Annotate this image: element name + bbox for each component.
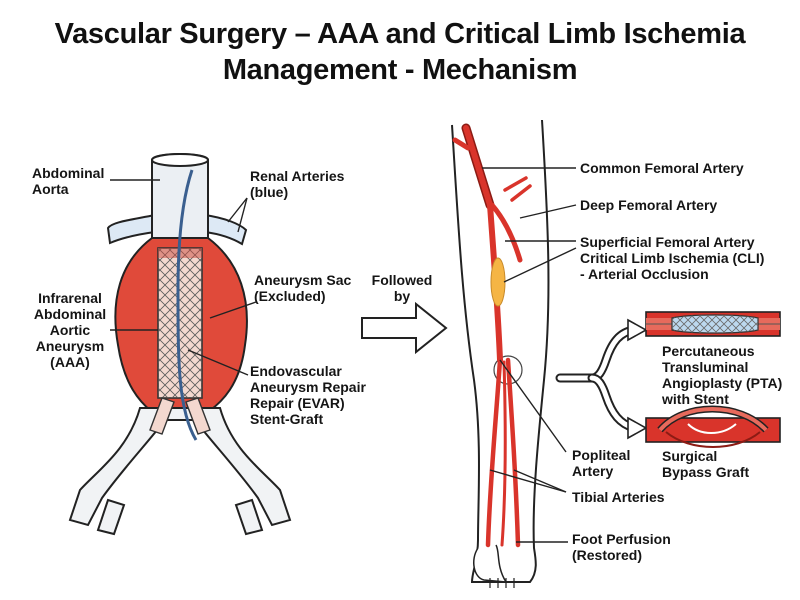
pta-stent-vessel [645,311,781,337]
right-leader-lines [482,167,577,543]
label-popliteal-artery: Popliteal Artery [572,447,631,479]
label-evar: Endovascular Aneurysm Repair Repair (EVA… [250,363,366,427]
leg-illustration [451,119,550,588]
followed-by-arrow [361,301,448,355]
label-deep-femoral-artery: Deep Femoral Artery [580,197,718,213]
title-line-1: Vascular Surgery – AAA and Critical Limb… [54,18,746,50]
label-followed-by: Followed by [371,272,433,304]
label-foot-perfusion: Foot Perfusion (Restored) [572,531,671,563]
label-aaa: Infrarenal Abdominal Aortic Aneurysm (AA… [33,290,107,370]
label-abdominal-aorta: Abdominal Aorta [32,165,105,197]
renal-arteries-shape [106,213,248,246]
label-common-femoral-artery: Common Femoral Artery [580,160,744,176]
label-tibial-arteries: Tibial Arteries [572,489,665,505]
bypass-graft-vessel [645,405,781,448]
deep-femoral-artery-shape [489,202,523,263]
guidewire-shape [176,169,198,441]
title-line-2: Management - Mechanism [222,54,578,86]
label-aneurysm-sac: Aneurysm Sac (Excluded) [254,272,352,304]
label-renal-arteries: Renal Arteries (blue) [250,168,345,200]
label-sfa-cli: Superficial Femoral Artery Critical Limb… [580,234,765,282]
left-leader-lines [110,179,257,376]
label-bypass-graft: Surgical Bypass Graft [662,448,750,480]
page-title: Vascular Surgery – AAA and Critical Limb… [0,16,800,88]
label-pta: Percutaneous Transluminal Angioplasty (P… [662,343,783,407]
treatment-branch-arrow [555,318,648,440]
arterial-occlusion-shape [490,257,506,307]
aorta-illustration [68,153,292,536]
